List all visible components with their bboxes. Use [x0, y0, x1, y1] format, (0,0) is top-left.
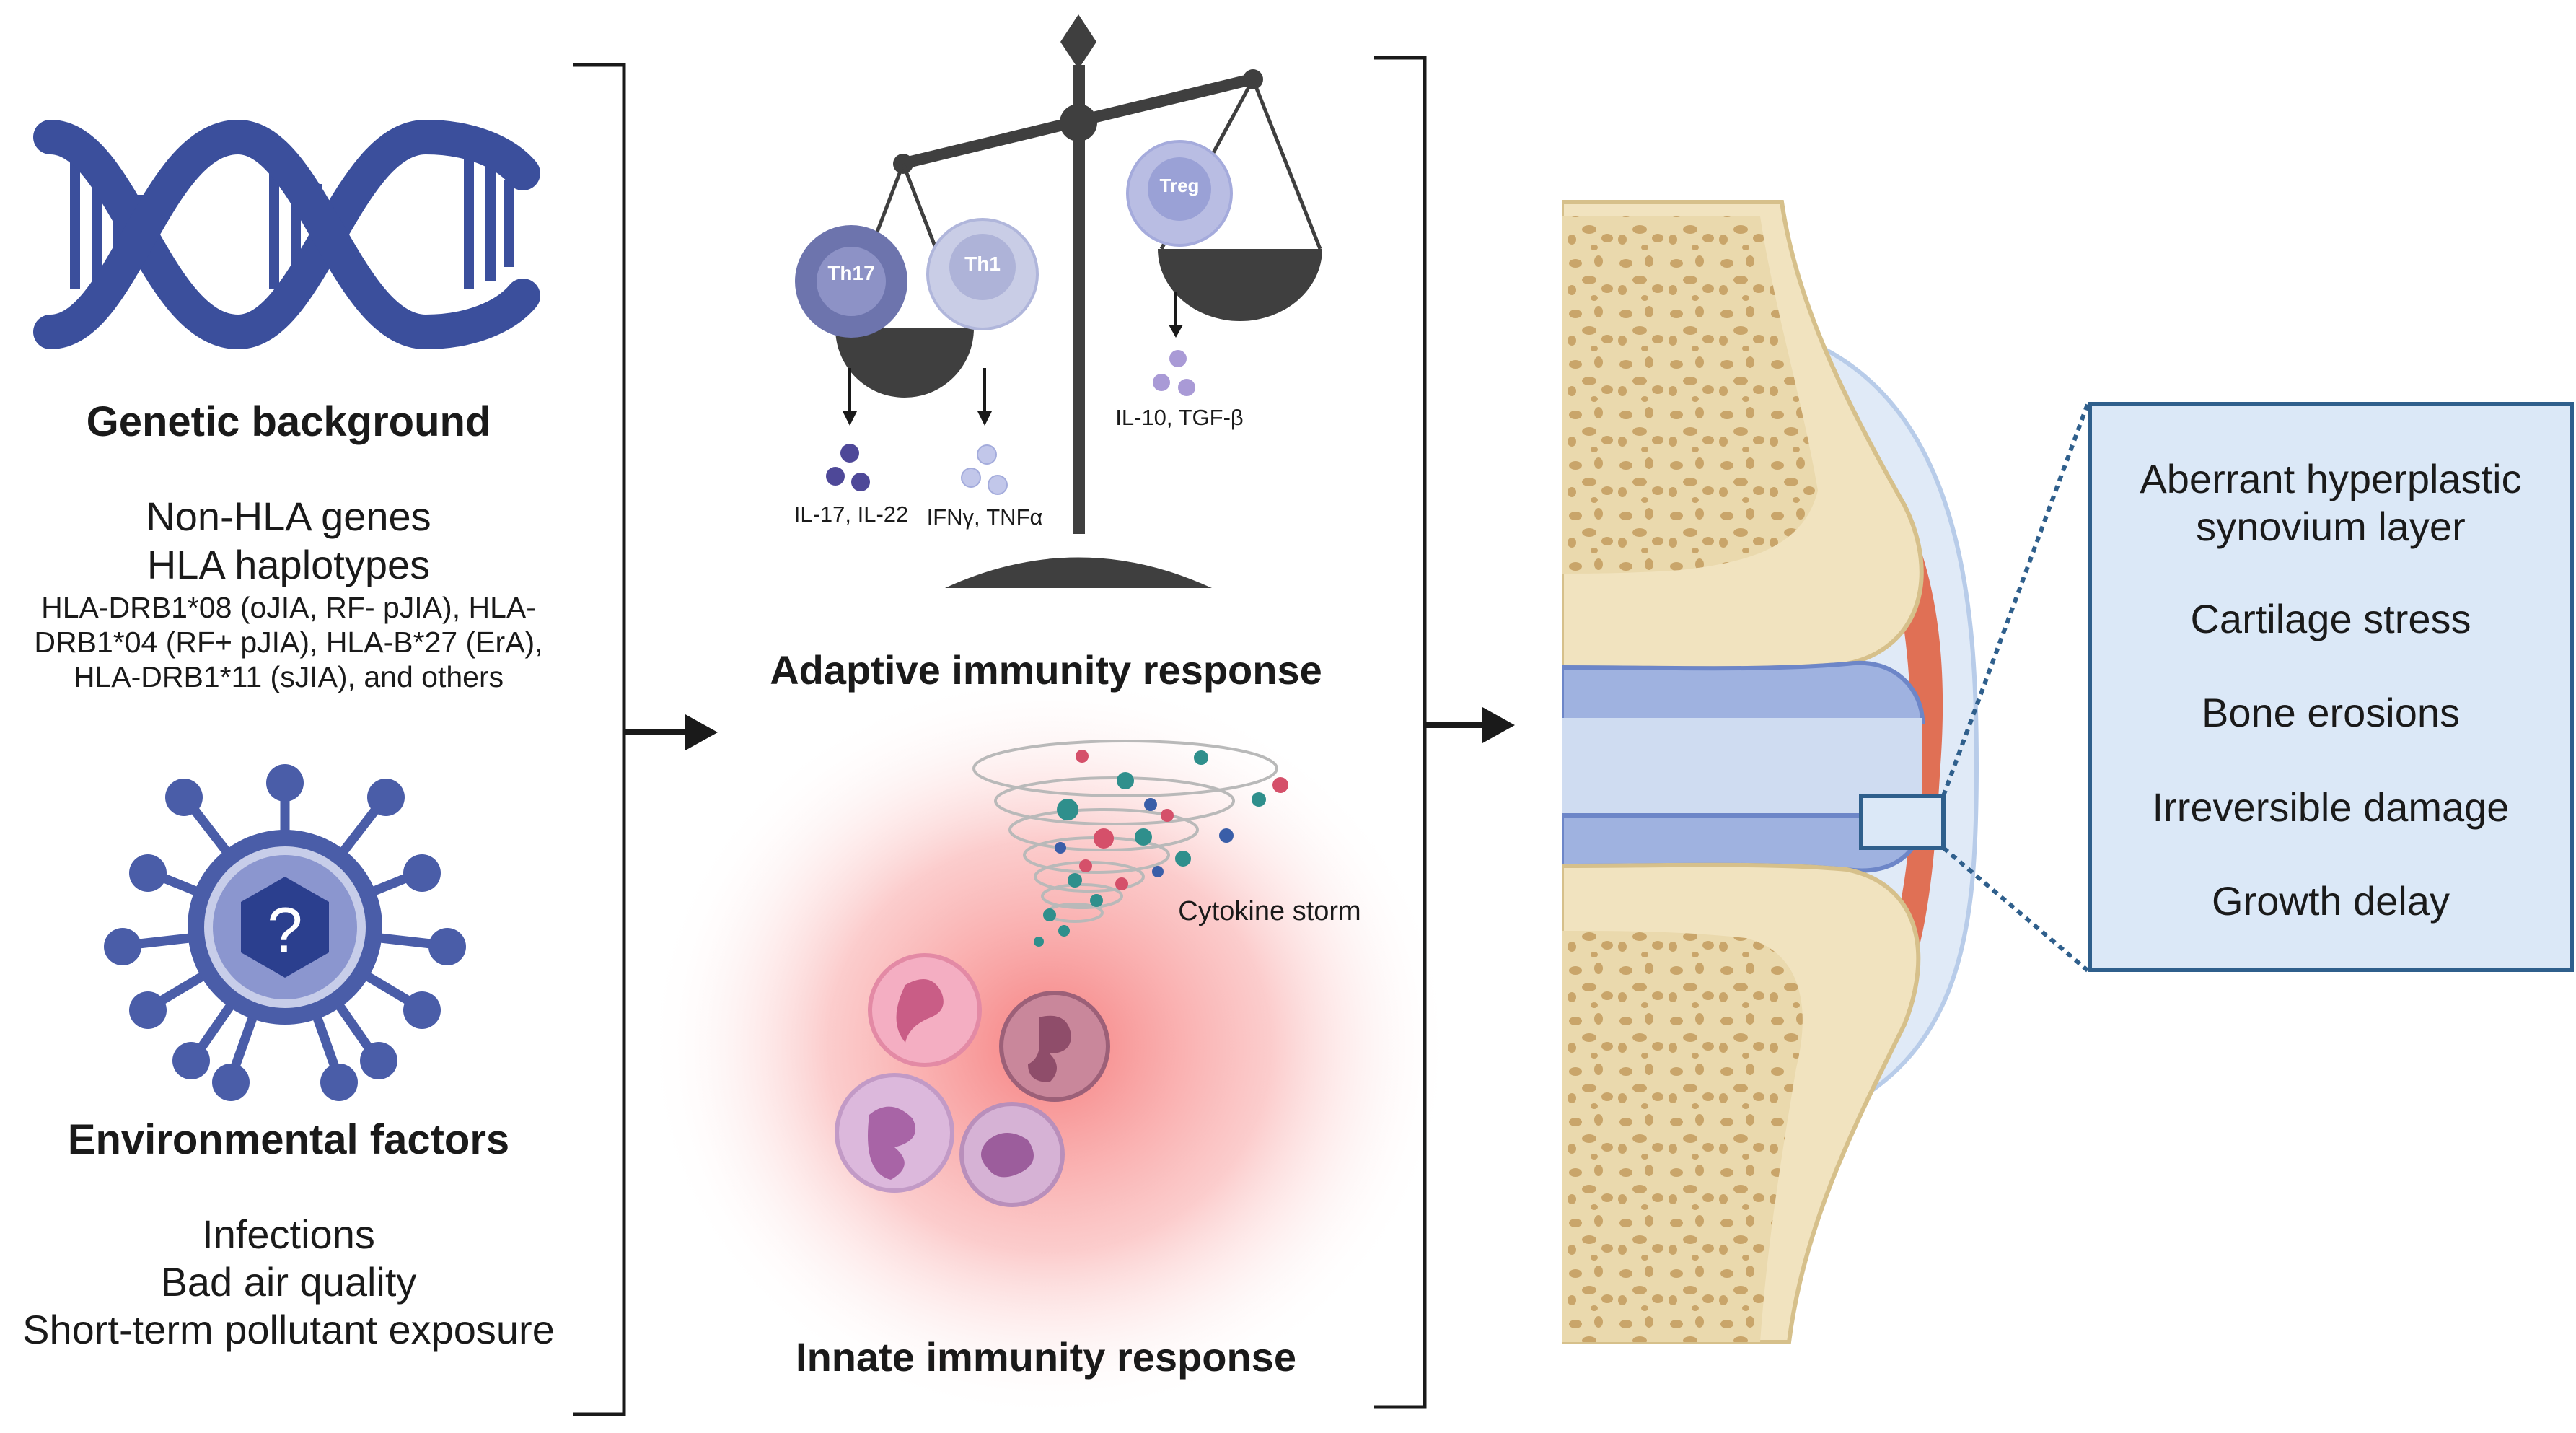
arrow-to-immunity [624, 714, 718, 750]
cytokines-th17-label: IL-17, IL-22 [794, 501, 909, 527]
treg-label: Treg [1159, 175, 1200, 196]
virus-question-mark: ? [267, 894, 303, 965]
knee-joint-icon [1562, 200, 1979, 1344]
left-bracket [573, 63, 626, 1416]
cytokine-storm-label: Cytokine storm [1178, 896, 1361, 926]
virus-icon [104, 764, 466, 1101]
outcome-bone-erosions: Bone erosions [2201, 690, 2460, 735]
genetic-line-2: HLA haplotypes [146, 542, 431, 587]
balance-scale-icon [826, 14, 1322, 588]
adaptive-immunity-title: Adaptive immunity response [770, 647, 1322, 693]
th1-cell [926, 218, 1039, 330]
environmental-line-2: Bad air quality [160, 1259, 417, 1305]
genetic-background-title: Genetic background [86, 398, 491, 445]
zoom-callout [1859, 403, 2090, 973]
cytokines-treg-label: IL-10, TGF-β [1115, 405, 1244, 430]
th17-cell [795, 225, 907, 338]
innate-immunity-title: Innate immunity response [796, 1334, 1296, 1380]
genetic-line-1: Non-HLA genes [146, 494, 431, 539]
cytokines-th1-label: IFNγ, TNFα [926, 504, 1043, 530]
environmental-line-3: Short-term pollutant exposure [22, 1307, 555, 1352]
environmental-factors-title: Environmental factors [67, 1116, 510, 1163]
outcome-growth-delay: Growth delay [2212, 878, 2450, 924]
treg-cell [1126, 140, 1233, 247]
right-bracket [1374, 56, 1427, 1409]
dna-icon [33, 119, 540, 350]
cytokine-dots [1034, 750, 1288, 947]
outcome-cartilage-stress: Cartilage stress [2190, 596, 2471, 641]
genetic-detail-2: DRB1*04 (RF+ pJIA), HLA-B*27 (ErA), [34, 626, 543, 659]
environmental-line-1: Infections [202, 1211, 375, 1257]
neutrophil-cells [835, 953, 1110, 1207]
th1-label: Th1 [964, 253, 1001, 275]
th17-label: Th17 [827, 262, 875, 284]
outcome-irreversible-damage: Irreversible damage [2152, 784, 2510, 830]
genetic-detail-3: HLA-DRB1*11 (sJIA), and others [73, 660, 504, 693]
arrow-to-joint [1425, 707, 1515, 743]
genetic-detail-1: HLA-DRB1*08 (oJIA, RF- pJIA), HLA- [41, 591, 536, 624]
